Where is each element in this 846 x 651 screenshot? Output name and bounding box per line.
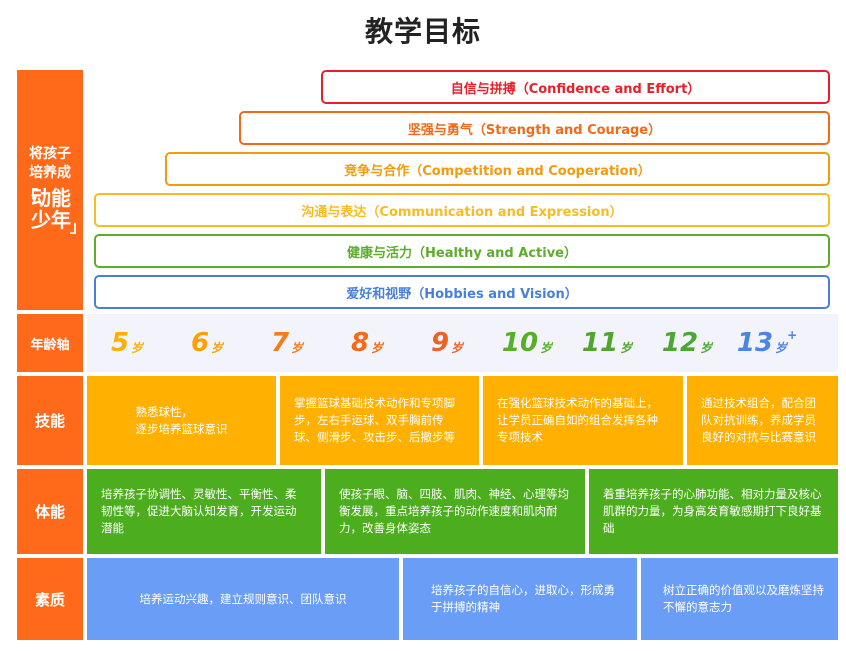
cell-text: 掌握篮球基础技术动作和专项脚步，左右手运球、双手胸前传球、侧滑步、攻击步、后撤步… bbox=[294, 396, 455, 444]
row-label-skills: 技能 bbox=[17, 376, 83, 465]
cell-text: 培养孩子的自信心，进取心，形成勇于拼搏的精神 bbox=[431, 583, 615, 614]
goal-label: 沟通与表达（Communication and Expression） bbox=[301, 204, 623, 220]
page-title: 教学目标 bbox=[364, 15, 481, 48]
age-number: 12 bbox=[661, 328, 699, 358]
age-unit: 岁 bbox=[700, 340, 713, 355]
cell-text: 在强化篮球技术动作的基础上，让学员正确自如的组合发挥各种专项技术 bbox=[497, 396, 658, 444]
age-number: 7 bbox=[270, 328, 290, 358]
goal-hobbies: 爱好和视野（Hobbies and Vision） bbox=[94, 275, 830, 309]
highlight-line-1: 动能 bbox=[31, 186, 71, 210]
side-line-2: 培养成 bbox=[29, 165, 71, 181]
skills-cell-12: 通过技术组合，配合团队对抗训练，养成学员良好的对抗与比赛意识 bbox=[687, 376, 838, 465]
skills-cell-9: 在强化篮球技术动作的基础上，让学员正确自如的组合发挥各种专项技术 bbox=[483, 376, 683, 465]
age-unit: 岁 bbox=[540, 340, 553, 355]
cell-text: 树立正确的价值观以及磨炼坚持不懈的意志力 bbox=[663, 583, 824, 614]
goal-label: 自信与拼搏（Confidence and Effort） bbox=[450, 81, 701, 97]
goal-label: 坚强与勇气（Strength and Courage） bbox=[407, 122, 662, 138]
age-unit: 岁 bbox=[620, 340, 633, 355]
physical-cell-8: 使孩子眼、脑、四肢、肌肉、神经、心理等均衡发展，重点培养孩子的动作速度和肌肉耐力… bbox=[325, 469, 585, 554]
cell-text: 通过技术组合，配合团队对抗训练，养成学员良好的对抗与比赛意识 bbox=[701, 396, 816, 444]
quality-cell-12: 树立正确的价值观以及磨炼坚持不懈的意志力 bbox=[641, 558, 838, 640]
skills-cell-5: 熟悉球性， 逐步培养篮球意识 bbox=[87, 376, 276, 465]
cell-text: 熟悉球性， 逐步培养篮球意识 bbox=[135, 404, 228, 436]
age-unit: 岁 bbox=[211, 340, 224, 355]
row-label-physical: 体能 bbox=[17, 469, 83, 554]
side-line-1: 将孩子 bbox=[29, 146, 71, 162]
row-label-quality: 素质 bbox=[17, 558, 83, 640]
goal-side-label: 将孩子 培养成 「 动能 少年 」 bbox=[17, 70, 86, 310]
cell-text: 使孩子眼、脑、四肢、肌肉、神经、心理等均衡发展，重点培养孩子的动作速度和肌肉耐力… bbox=[339, 487, 569, 535]
physical-cell-11: 着重培养孩子的心肺功能、相对力量及核心肌群的力量，为身高发育敏感期打下良好基础 bbox=[589, 469, 838, 554]
quality-cell-5: 培养运动兴趣，建立规则意识、团队意识 bbox=[87, 558, 399, 640]
age-number: 10 bbox=[501, 328, 539, 358]
goal-strength: 坚强与勇气（Strength and Courage） bbox=[239, 111, 830, 145]
goal-label: 竞争与合作（Competition and Cooperation） bbox=[344, 163, 651, 179]
age-number: 13 bbox=[736, 328, 774, 358]
age-unit: 岁 bbox=[371, 340, 384, 355]
age-number: 9 bbox=[430, 328, 450, 358]
quality-cell-9: 培养孩子的自信心，进取心，形成勇于拼搏的精神 bbox=[403, 558, 637, 640]
age-unit: 岁 bbox=[775, 340, 788, 355]
age-unit: 岁 bbox=[291, 340, 304, 355]
age-number: 11 bbox=[581, 328, 619, 358]
highlight-line-2: 少年 bbox=[31, 208, 71, 232]
skills-cell-7: 掌握篮球基础技术动作和专项脚步，左右手运球、双手胸前传球、侧滑步、攻击步、后撤步… bbox=[280, 376, 479, 465]
goal-label: 爱好和视野（Hobbies and Vision） bbox=[346, 286, 578, 302]
age-number: 6 bbox=[190, 328, 210, 358]
cell-text: 培养孩子协调性、灵敏性、平衡性、柔韧性等，促进大脑认知发育，开发运动潜能 bbox=[101, 487, 297, 535]
side-highlight: 「 动能 少年 」 bbox=[20, 186, 86, 236]
goal-confidence: 自信与拼搏（Confidence and Effort） bbox=[321, 70, 830, 104]
age-plus: + bbox=[787, 328, 798, 342]
goal-competition: 竞争与合作（Competition and Cooperation） bbox=[165, 152, 830, 186]
age-number: 5 bbox=[110, 328, 130, 358]
goal-healthy: 健康与活力（Healthy and Active） bbox=[94, 234, 830, 268]
physical-cell-5: 培养孩子协调性、灵敏性、平衡性、柔韧性等，促进大脑认知发育，开发运动潜能 bbox=[87, 469, 321, 554]
age-axis-label: 年龄轴 bbox=[17, 314, 83, 372]
goal-communication: 沟通与表达（Communication and Expression） bbox=[94, 193, 830, 227]
close-bracket: 」 bbox=[70, 217, 87, 236]
age-unit: 岁 bbox=[451, 340, 464, 355]
age-unit: 岁 bbox=[131, 340, 144, 355]
open-bracket: 「 bbox=[22, 187, 39, 206]
age-number: 8 bbox=[350, 328, 370, 358]
goal-label: 健康与活力（Healthy and Active） bbox=[347, 245, 577, 261]
cell-text: 培养运动兴趣，建立规则意识、团队意识 bbox=[139, 591, 347, 606]
cell-text: 着重培养孩子的心肺功能、相对力量及核心肌群的力量，为身高发育敏感期打下良好基础 bbox=[603, 487, 822, 535]
